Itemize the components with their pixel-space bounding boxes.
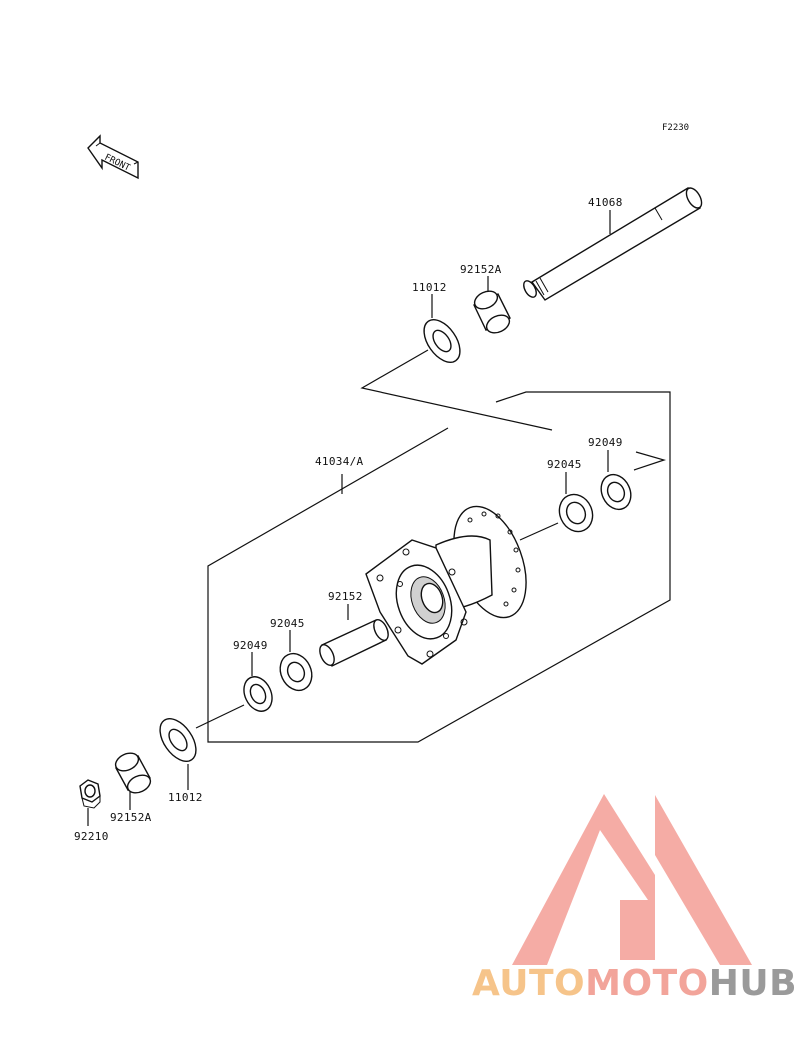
svg-text:AUTOMOTOHUB: AUTOMOTOHUB xyxy=(472,963,797,1004)
spacer-part xyxy=(319,619,389,667)
label-92049-left: 92049 xyxy=(233,639,268,652)
label-92049-right: 92049 xyxy=(588,436,623,449)
collar-bottom-part xyxy=(114,752,152,794)
label-11012-bottom: 11012 xyxy=(168,791,203,804)
front-arrow-icon: FRONT xyxy=(87,134,139,180)
logo-moto: MOTO xyxy=(585,963,709,1004)
axle-part xyxy=(523,187,703,301)
collar-top-part xyxy=(473,290,511,334)
label-92045-right: 92045 xyxy=(547,458,582,471)
label-92152A-bottom: 92152A xyxy=(110,811,152,824)
label-92152A-top: 92152A xyxy=(460,263,502,276)
collar-11012-bottom-part xyxy=(159,718,197,762)
label-92152: 92152 xyxy=(328,590,363,603)
collar-11012-top-part xyxy=(423,319,461,363)
label-92210: 92210 xyxy=(74,830,109,843)
bearing-right-part xyxy=(558,493,594,533)
wheel-hub-part xyxy=(365,505,527,665)
logo-auto: AUTO xyxy=(472,963,585,1004)
oil-seal-left-part xyxy=(243,676,273,712)
oil-seal-right-part xyxy=(600,473,632,511)
bearing-left-part xyxy=(279,652,313,692)
label-41034A: 41034/A xyxy=(315,455,364,468)
logo-triangle-mark xyxy=(512,794,752,965)
label-11012-top: 11012 xyxy=(412,281,447,294)
label-92045-left: 92045 xyxy=(270,617,305,630)
axle-nut-part xyxy=(79,779,101,809)
automotohub-logo: AUTOMOTOHUB xyxy=(472,794,797,1004)
logo-hub: HUB xyxy=(709,963,797,1004)
label-41068: 41068 xyxy=(588,196,623,209)
diagram-code: F2230 xyxy=(662,123,689,133)
